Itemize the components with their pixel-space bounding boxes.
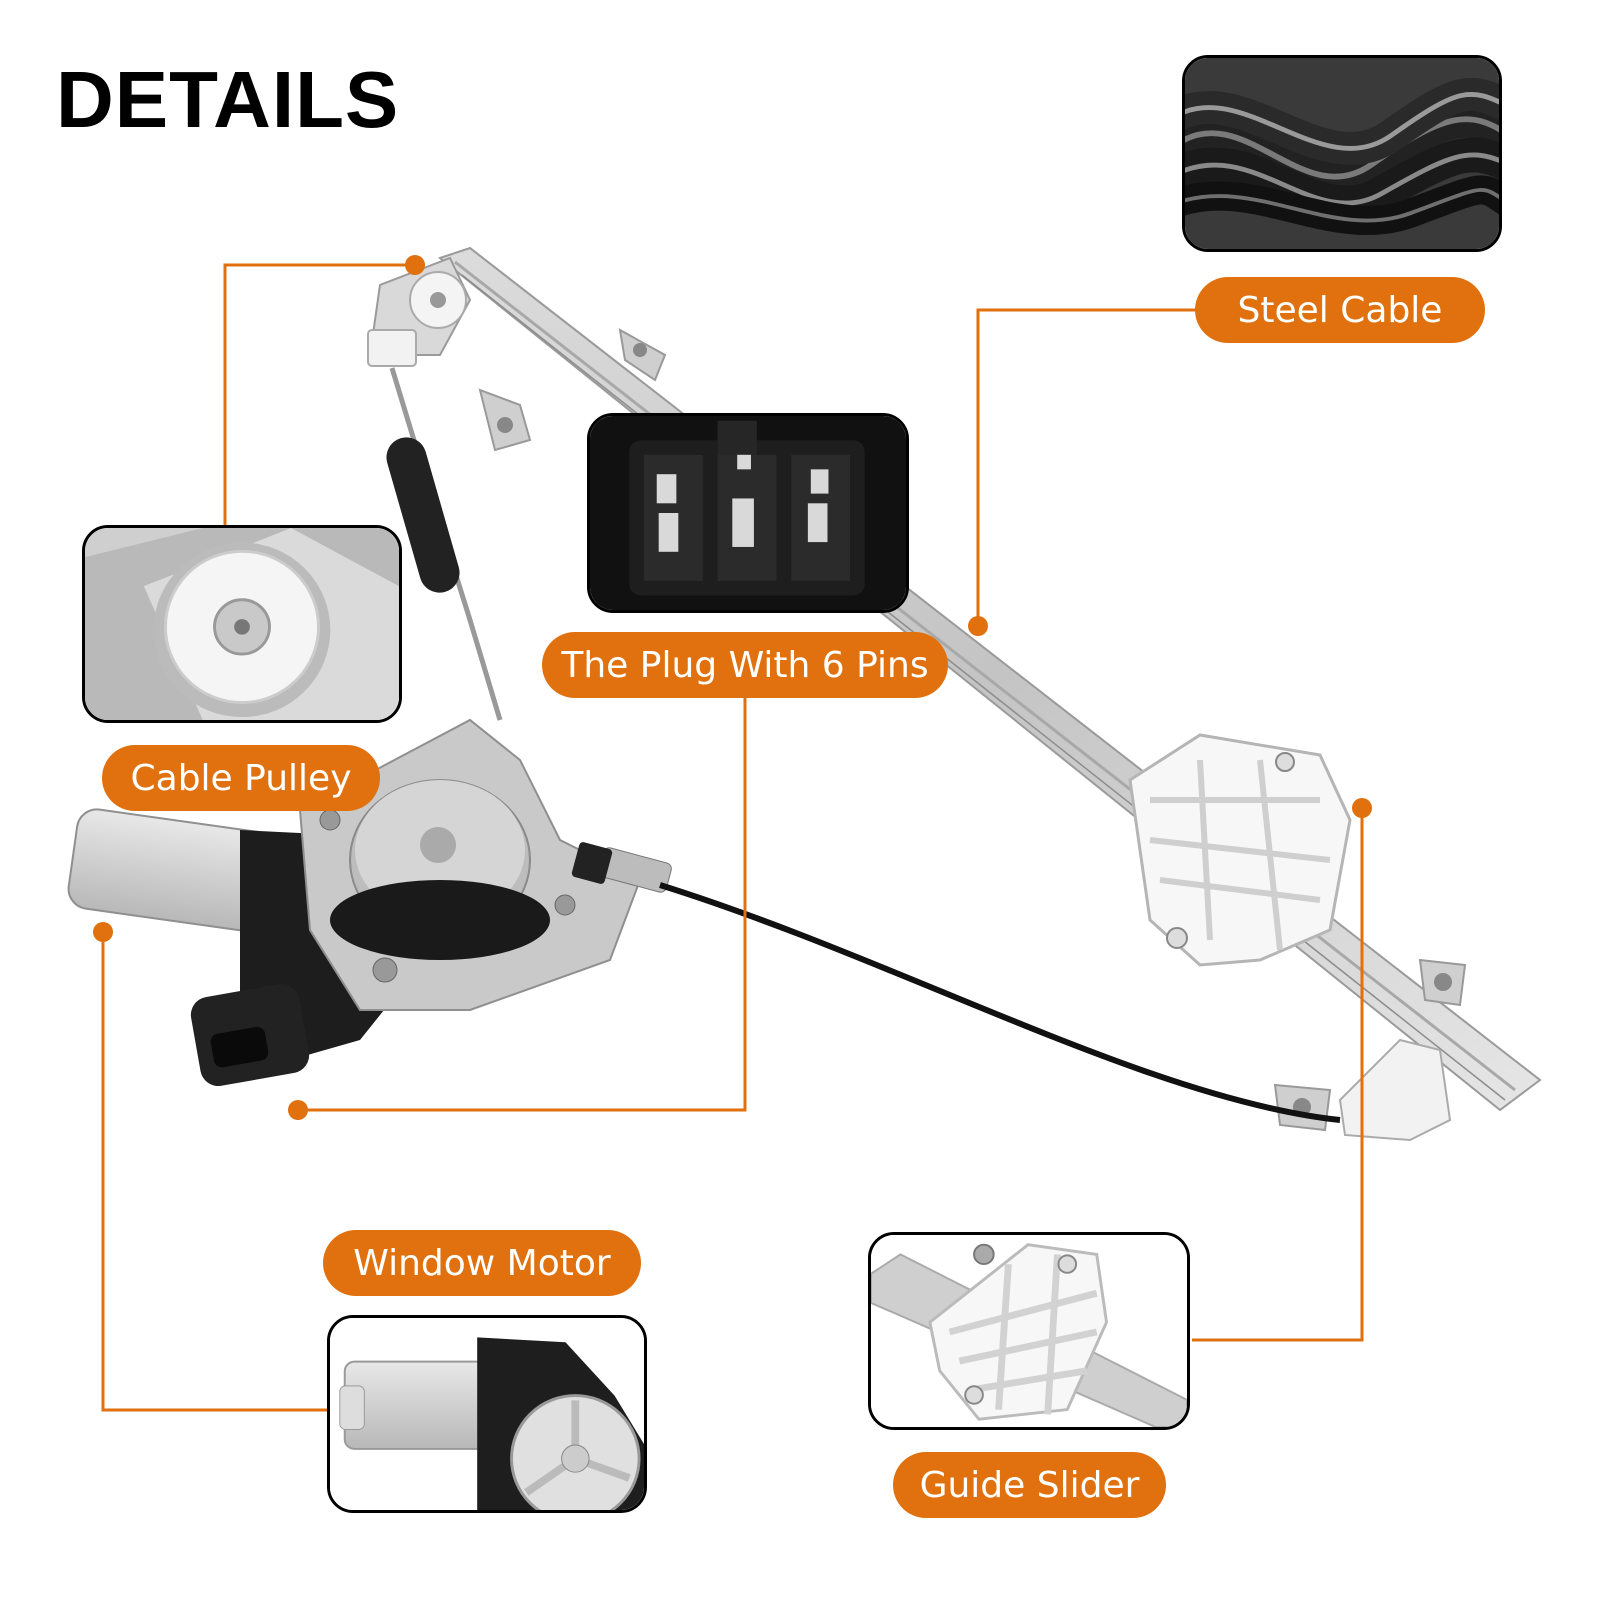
callout-dots: [93, 255, 1372, 1120]
guide-slider-label: Guide Slider: [893, 1452, 1166, 1518]
window-motor-label: Window Motor: [323, 1230, 641, 1296]
window-motor-closeup: [330, 1318, 644, 1510]
bottom-pulley: [1338, 1038, 1452, 1142]
plug-inset: [587, 413, 909, 613]
cable-pulley-closeup: [85, 528, 399, 720]
cable-pulley-label: Cable Pulley: [102, 745, 380, 811]
steel-cable-label: Steel Cable: [1195, 277, 1485, 343]
window-motor-inset: [327, 1315, 647, 1513]
callout-lines: [101, 263, 1364, 1412]
plug-closeup: [590, 416, 906, 610]
cable-lower: [659, 882, 1341, 1123]
plug-label: The Plug With 6 Pins: [542, 632, 948, 698]
page-title: DETAILS: [56, 55, 400, 144]
guide-slider-closeup: [871, 1235, 1187, 1427]
top-pulley: [367, 256, 472, 367]
cable-pulley-inset: [82, 525, 402, 723]
guide-slider-inset: [868, 1232, 1190, 1430]
motor-assembly: [67, 718, 672, 1087]
cable-upper: [386, 367, 503, 721]
guide-slider-part: [1128, 733, 1352, 967]
steel-cable-inset: [1182, 55, 1502, 252]
steel-cable-closeup: [1185, 58, 1499, 249]
